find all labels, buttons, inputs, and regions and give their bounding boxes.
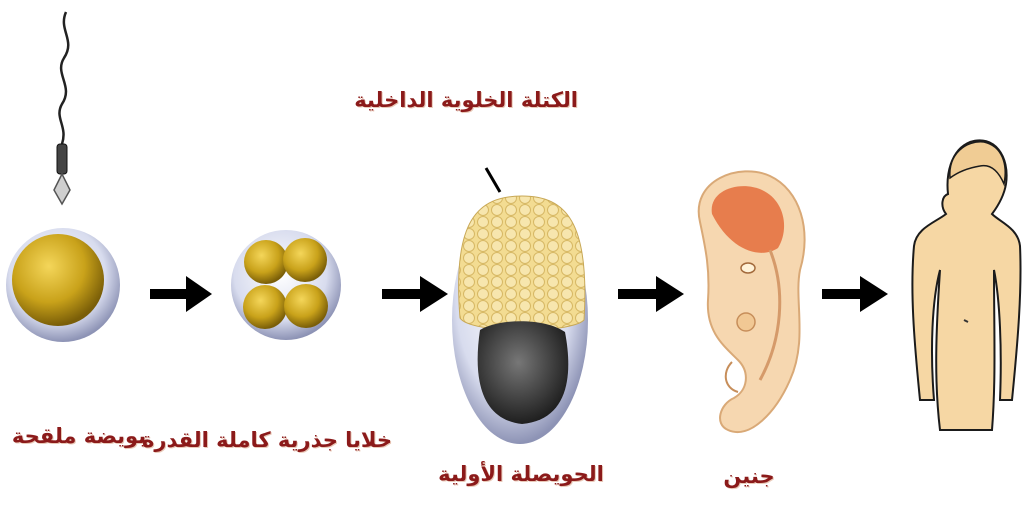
sperm-head — [54, 174, 70, 204]
label-fertilized-egg: بويضة ملقحة — [10, 424, 148, 448]
label-totipotent-cells: خلايا جذرية كاملة القدرة — [172, 428, 392, 452]
embryo-tail — [726, 362, 738, 392]
fertilized-egg — [6, 12, 120, 342]
label-blastocyst: الحويصلة الأولية — [430, 462, 612, 486]
sperm-tail — [59, 12, 68, 144]
cells-shell — [231, 230, 341, 340]
arrow-icon — [382, 276, 448, 312]
arrow-icon — [150, 276, 212, 312]
pointer-line — [486, 168, 500, 192]
cell — [284, 284, 328, 328]
sperm-midpiece — [57, 144, 67, 174]
human-figure — [912, 140, 1020, 430]
arrow-icon — [822, 276, 888, 312]
label-embryo: جنين — [708, 464, 790, 488]
cell — [283, 238, 327, 282]
blastocyst — [452, 168, 588, 444]
totipotent-cells — [231, 230, 341, 340]
arrow-icon — [618, 276, 684, 312]
cell — [243, 285, 287, 329]
egg-yolk — [12, 234, 104, 326]
embryo-limb-bud — [737, 313, 755, 331]
embryo — [699, 171, 805, 432]
embryo-eye — [741, 263, 755, 273]
cell — [244, 240, 288, 284]
inner-cell-mass — [459, 196, 585, 330]
annotation-inner-cell-mass: الكتلة الخلوية الداخلية — [368, 88, 578, 112]
